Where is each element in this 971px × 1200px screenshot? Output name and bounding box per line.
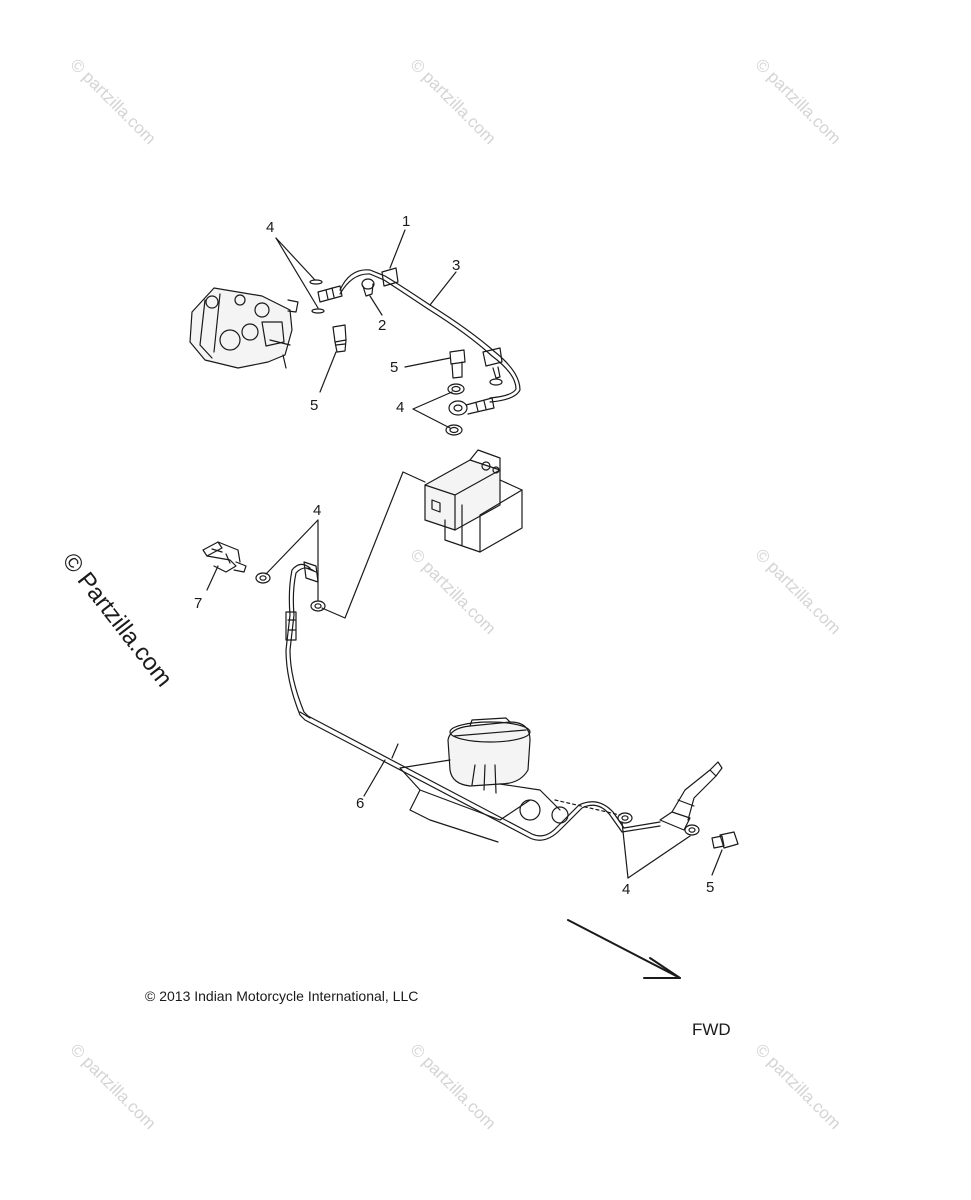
abs-module xyxy=(424,449,523,553)
bolt xyxy=(361,278,375,297)
pressure-switch xyxy=(202,541,247,573)
callout-2: 2 xyxy=(378,317,387,334)
callout-5: 5 xyxy=(706,879,715,896)
brake-line xyxy=(285,561,661,841)
callout-4: 4 xyxy=(266,219,275,236)
callout-6: 6 xyxy=(356,795,365,812)
banjo-bolt xyxy=(332,324,347,353)
screw xyxy=(489,366,503,386)
master-cylinder xyxy=(399,717,621,843)
callout-4: 4 xyxy=(622,881,631,898)
callout-1: 1 xyxy=(402,213,411,230)
callout-4: 4 xyxy=(396,399,405,416)
banjo-fitting xyxy=(448,397,495,416)
brake-line xyxy=(339,269,521,403)
forward-arrow xyxy=(567,919,681,979)
brake-lever xyxy=(659,761,723,831)
callout-7: 7 xyxy=(194,595,203,612)
line-clip xyxy=(381,267,399,287)
callout-3: 3 xyxy=(452,257,461,274)
line-clip xyxy=(482,347,503,367)
banjo-bolt xyxy=(711,831,739,849)
copyright-text: © 2013 Indian Motorcycle International, … xyxy=(145,988,419,1004)
callout-5: 5 xyxy=(310,397,319,414)
callout-5: 5 xyxy=(390,359,399,376)
banjo-bolt xyxy=(449,349,466,379)
forward-label: FWD xyxy=(692,1020,731,1039)
banjo-fitting xyxy=(317,285,343,303)
brake-caliper xyxy=(189,287,299,369)
callout-4: 4 xyxy=(313,502,322,519)
